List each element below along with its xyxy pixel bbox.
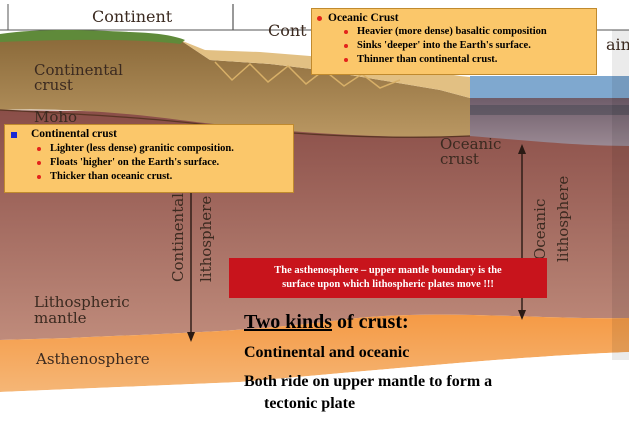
oceanic-crust-label-line2: crust (440, 152, 479, 167)
list-item: Thinner than continental crust. (344, 53, 596, 67)
asthenosphere-label: Asthenosphere (36, 352, 150, 367)
bullet-dot-icon (37, 161, 41, 165)
callout-line2: surface upon which lithospheric plates m… (274, 278, 501, 292)
summary-title-rest: of crust: (332, 311, 409, 333)
oceanic-lithosphere-label-line1: Oceanic (532, 199, 549, 260)
list-item: Sinks 'deeper' into the Earth's surface. (344, 39, 596, 53)
moho-label: Moho (34, 110, 77, 125)
list-item-text: Thicker than oceanic crust. (50, 170, 172, 184)
asthenosphere-boundary-callout: The asthenosphere – upper mantle boundar… (229, 258, 547, 298)
list-item: Heavier (more dense) basaltic compositio… (344, 25, 596, 39)
bullet-dot-icon (344, 30, 348, 34)
continental-crust-info-box: Continental crust Lighter (less dense) g… (4, 124, 294, 193)
continental-crust-heading: Continental crust (11, 128, 293, 141)
oceanic-crust-info-box: Oceanic Crust Heavier (more dense) basal… (311, 8, 597, 75)
header-continent-label: Continent (92, 9, 172, 24)
bullet-square-icon (11, 132, 17, 138)
list-item-text: Sinks 'deeper' into the Earth's surface. (357, 39, 531, 53)
bullet-marker-icon (317, 16, 322, 21)
summary-line1: Continental and oceanic (244, 343, 409, 363)
callout-line1: The asthenosphere – upper mantle boundar… (274, 264, 501, 278)
oceanic-crust-heading-text: Oceanic Crust (328, 12, 399, 25)
list-item-text: Heavier (more dense) basaltic compositio… (357, 25, 547, 39)
continental-lithosphere-label-line2: lithosphere (198, 196, 215, 282)
list-item: Lighter (less dense) granitic compositio… (37, 142, 293, 156)
summary-title-underlined: Two kinds (244, 311, 332, 333)
continental-crust-label-line2: crust (34, 78, 73, 93)
lithospheric-mantle-label-line2: mantle (34, 311, 87, 326)
bullet-dot-icon (37, 175, 41, 179)
summary-line3: tectonic plate (264, 394, 355, 414)
list-item: Thicker than oceanic crust. (37, 170, 293, 184)
bullet-dot-icon (37, 147, 41, 151)
bullet-dot-icon (344, 58, 348, 62)
header-right-label: ain (606, 37, 629, 52)
bullet-dot-icon (344, 44, 348, 48)
oceanic-lithosphere-label-line2: lithosphere (555, 176, 572, 262)
continental-crust-heading-text: Continental crust (31, 128, 117, 141)
oceanic-crust-heading: Oceanic Crust (317, 12, 596, 25)
summary-title: Two kinds of crust: (244, 310, 409, 334)
continental-lithosphere-label-line1: Continental (170, 193, 187, 282)
list-item-text: Thinner than continental crust. (357, 53, 497, 67)
list-item-text: Floats 'higher' on the Earth's surface. (50, 156, 219, 170)
summary-line2: Both ride on upper mantle to form a (244, 372, 492, 392)
list-item-text: Lighter (less dense) granitic compositio… (50, 142, 234, 156)
list-item: Floats 'higher' on the Earth's surface. (37, 156, 293, 170)
lithospheric-mantle-label-line1: Lithospheric (34, 295, 130, 310)
header-continent-truncated-label: Cont (268, 23, 307, 38)
